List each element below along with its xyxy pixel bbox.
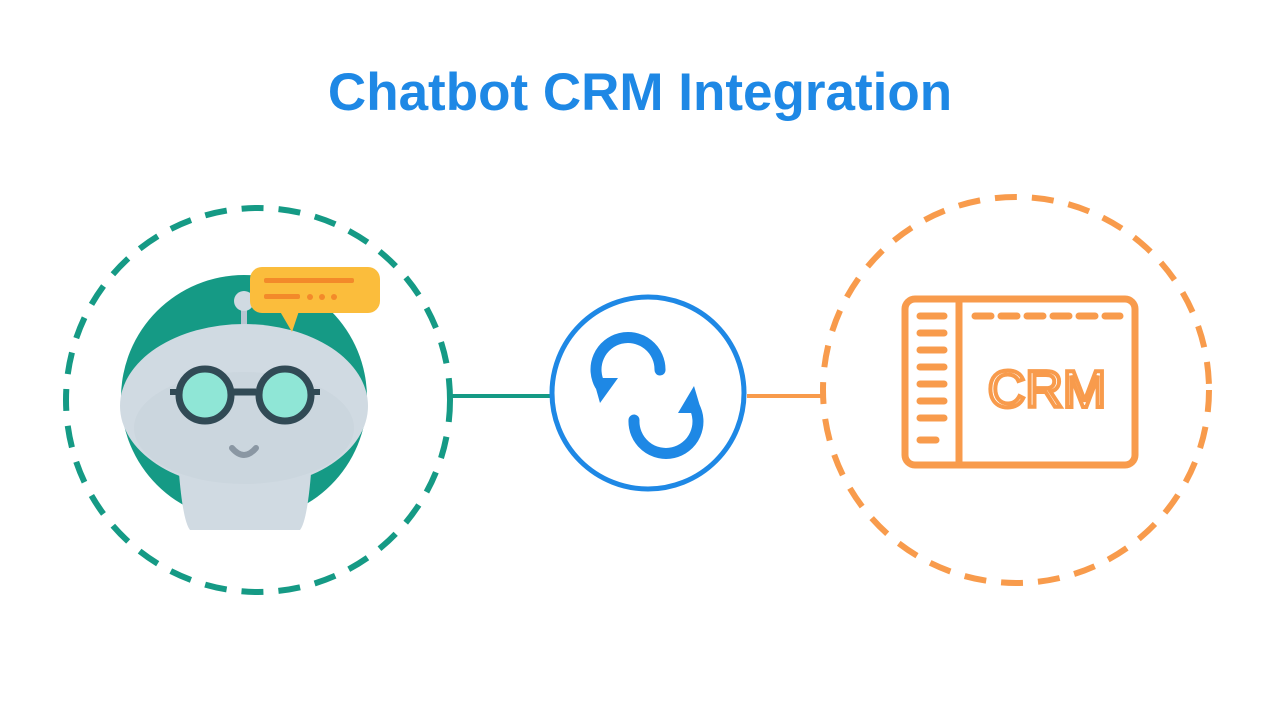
crm-window-icon [901,295,1139,469]
robot-with-speech-bubble-icon [120,275,368,530]
page-title: Chatbot CRM Integration [327,63,953,122]
sync-ring [549,294,747,492]
crm-dashed-ring [820,194,1212,586]
sync-arrows-icon [590,332,704,459]
speech-bubble-icon [250,267,380,332]
crm-label: CRM [988,361,1106,419]
chatbot-dashed-ring [63,205,453,595]
